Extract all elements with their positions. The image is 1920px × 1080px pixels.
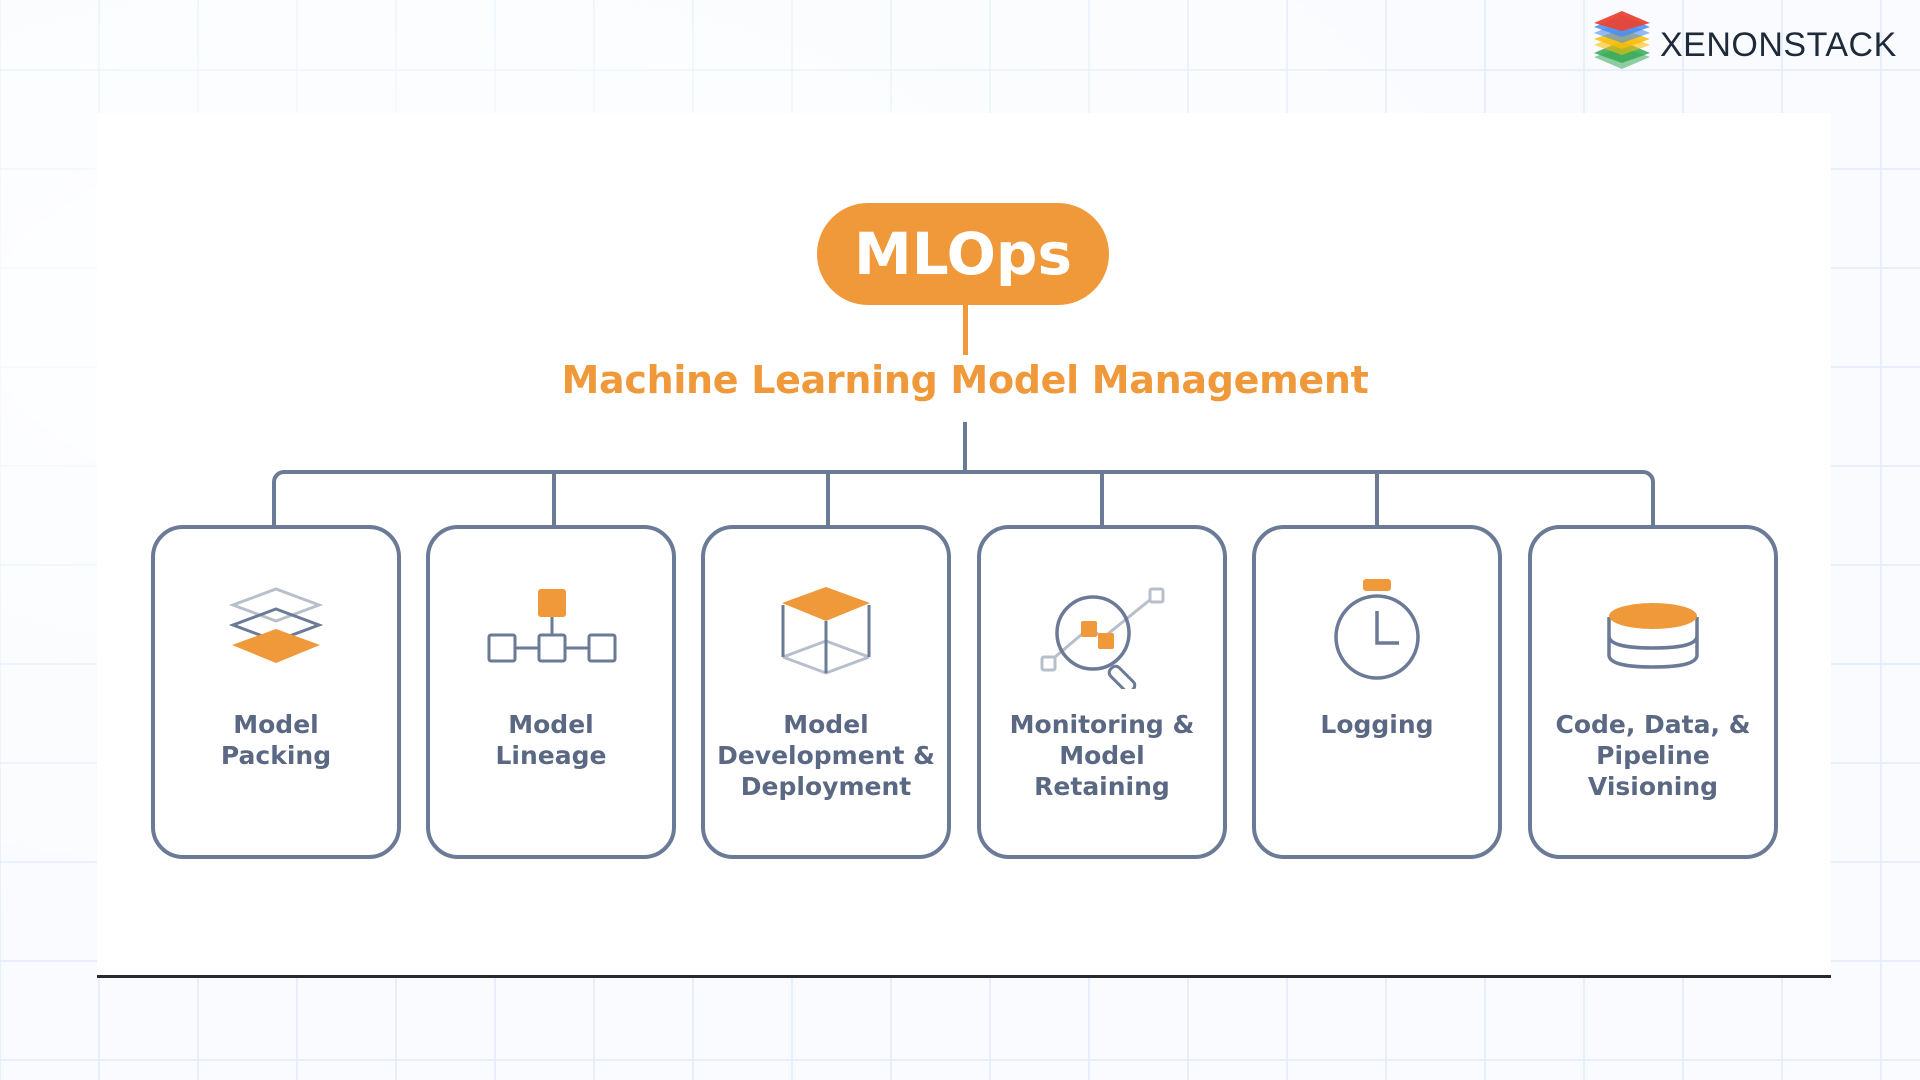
branch-drop-2 (552, 472, 556, 527)
node-label: Model Packing (220, 710, 332, 770)
node-model-packing: Model Packing (151, 525, 401, 859)
node-label: Model Lineage (495, 710, 607, 770)
node-model-lineage: Model Lineage (426, 525, 676, 859)
title-connector (963, 305, 968, 355)
layers-icon (206, 579, 346, 689)
diagram-subtitle: Machine Learning Model Management (561, 358, 1369, 402)
node-model-development-deployment: Model Development & Deployment (701, 525, 951, 859)
cube-icon (756, 579, 896, 689)
magnifier-chart-icon (1032, 579, 1172, 689)
branch-drop-3 (826, 472, 830, 527)
node-label: Model Development & Deployment (717, 710, 935, 801)
subtitle-connector (963, 422, 967, 474)
logo-text: XENONSTACK (1660, 25, 1897, 64)
branch-connector-bar (272, 470, 1655, 525)
stopwatch-icon (1307, 579, 1447, 689)
node-monitoring-model-retaining: Monitoring & Model Retaining (977, 525, 1227, 859)
node-label: Logging (1320, 710, 1434, 739)
xenonstack-logo: XENONSTACK (1590, 10, 1897, 80)
node-code-data-pipeline-visioning: Code, Data, & Pipeline Visioning (1528, 525, 1778, 859)
node-label: Monitoring & Model Retaining (1009, 710, 1195, 801)
branch-drop-4 (1100, 472, 1104, 527)
database-icon (1583, 579, 1723, 689)
stacked-layers-logo-icon (1594, 11, 1650, 69)
mlops-title-pill: MLOps (817, 203, 1109, 305)
lineage-tree-icon (481, 579, 621, 689)
branch-drop-5 (1375, 472, 1379, 527)
node-logging: Logging (1252, 525, 1502, 859)
node-label: Code, Data, & Pipeline Visioning (1555, 710, 1751, 801)
